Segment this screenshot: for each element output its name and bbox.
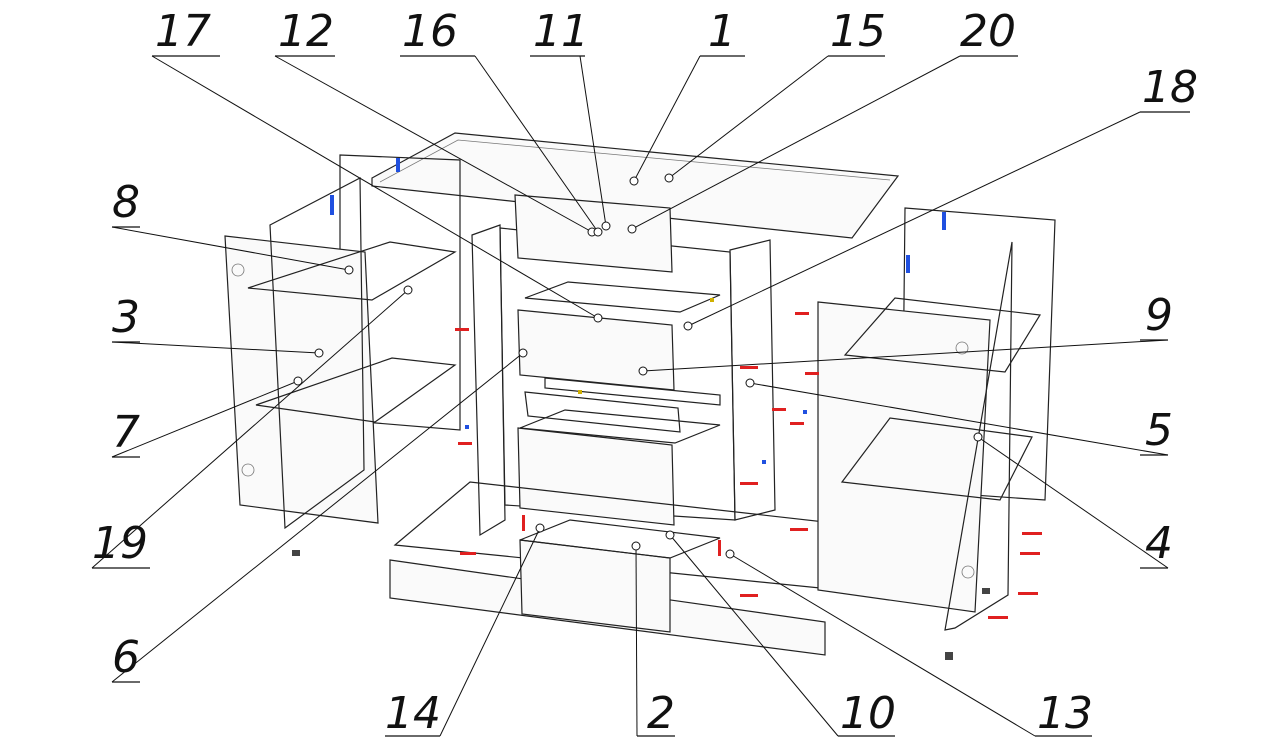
callout-10: 10 [840, 688, 896, 739]
anchor-points [293, 173, 983, 559]
right-side-panel [944, 241, 1013, 631]
callout-4: 4 [1145, 518, 1173, 569]
callout-14: 14 [385, 688, 441, 739]
callout-20: 20 [960, 6, 1016, 57]
callout-12: 12 [278, 6, 334, 57]
callout-8: 8 [112, 177, 140, 228]
callout-19: 19 [92, 518, 148, 569]
bottom-drawer-box [519, 519, 721, 559]
callout-2: 2 [647, 688, 675, 739]
callout-18: 18 [1142, 62, 1198, 113]
callout-6: 6 [112, 632, 140, 683]
hardware-fittings [292, 158, 1042, 660]
cabinet-drawing [224, 132, 1056, 660]
callout-17: 17 [155, 6, 211, 57]
right-shelf-lower [840, 417, 1033, 501]
drawer-front-middle [517, 427, 675, 526]
drawer-divider [544, 377, 721, 406]
drawer-box-upper [524, 281, 721, 313]
callout-1: 1 [708, 6, 736, 57]
callout-11: 11 [533, 6, 589, 57]
left-shelf-lower [255, 357, 457, 423]
left-shelf-upper [247, 241, 457, 301]
callout-13: 13 [1037, 688, 1093, 739]
callout-16: 16 [402, 6, 458, 57]
callout-15: 15 [830, 6, 886, 57]
drawer-box-middle [519, 409, 721, 444]
leader-lines [91, 55, 1169, 737]
callout-5: 5 [1145, 405, 1173, 456]
callout-9: 9 [1145, 290, 1173, 341]
left-side-panel [269, 177, 365, 530]
right-shelf-upper [843, 297, 1042, 373]
callout-7: 7 [112, 407, 140, 458]
callout-labels: 17 12 16 11 1 15 20 18 8 3 7 19 6 9 5 4 [92, 6, 1198, 739]
drawer-rail [524, 391, 681, 433]
center-partition-left [471, 224, 506, 537]
right-door [817, 301, 991, 613]
callout-3: 3 [112, 292, 140, 343]
